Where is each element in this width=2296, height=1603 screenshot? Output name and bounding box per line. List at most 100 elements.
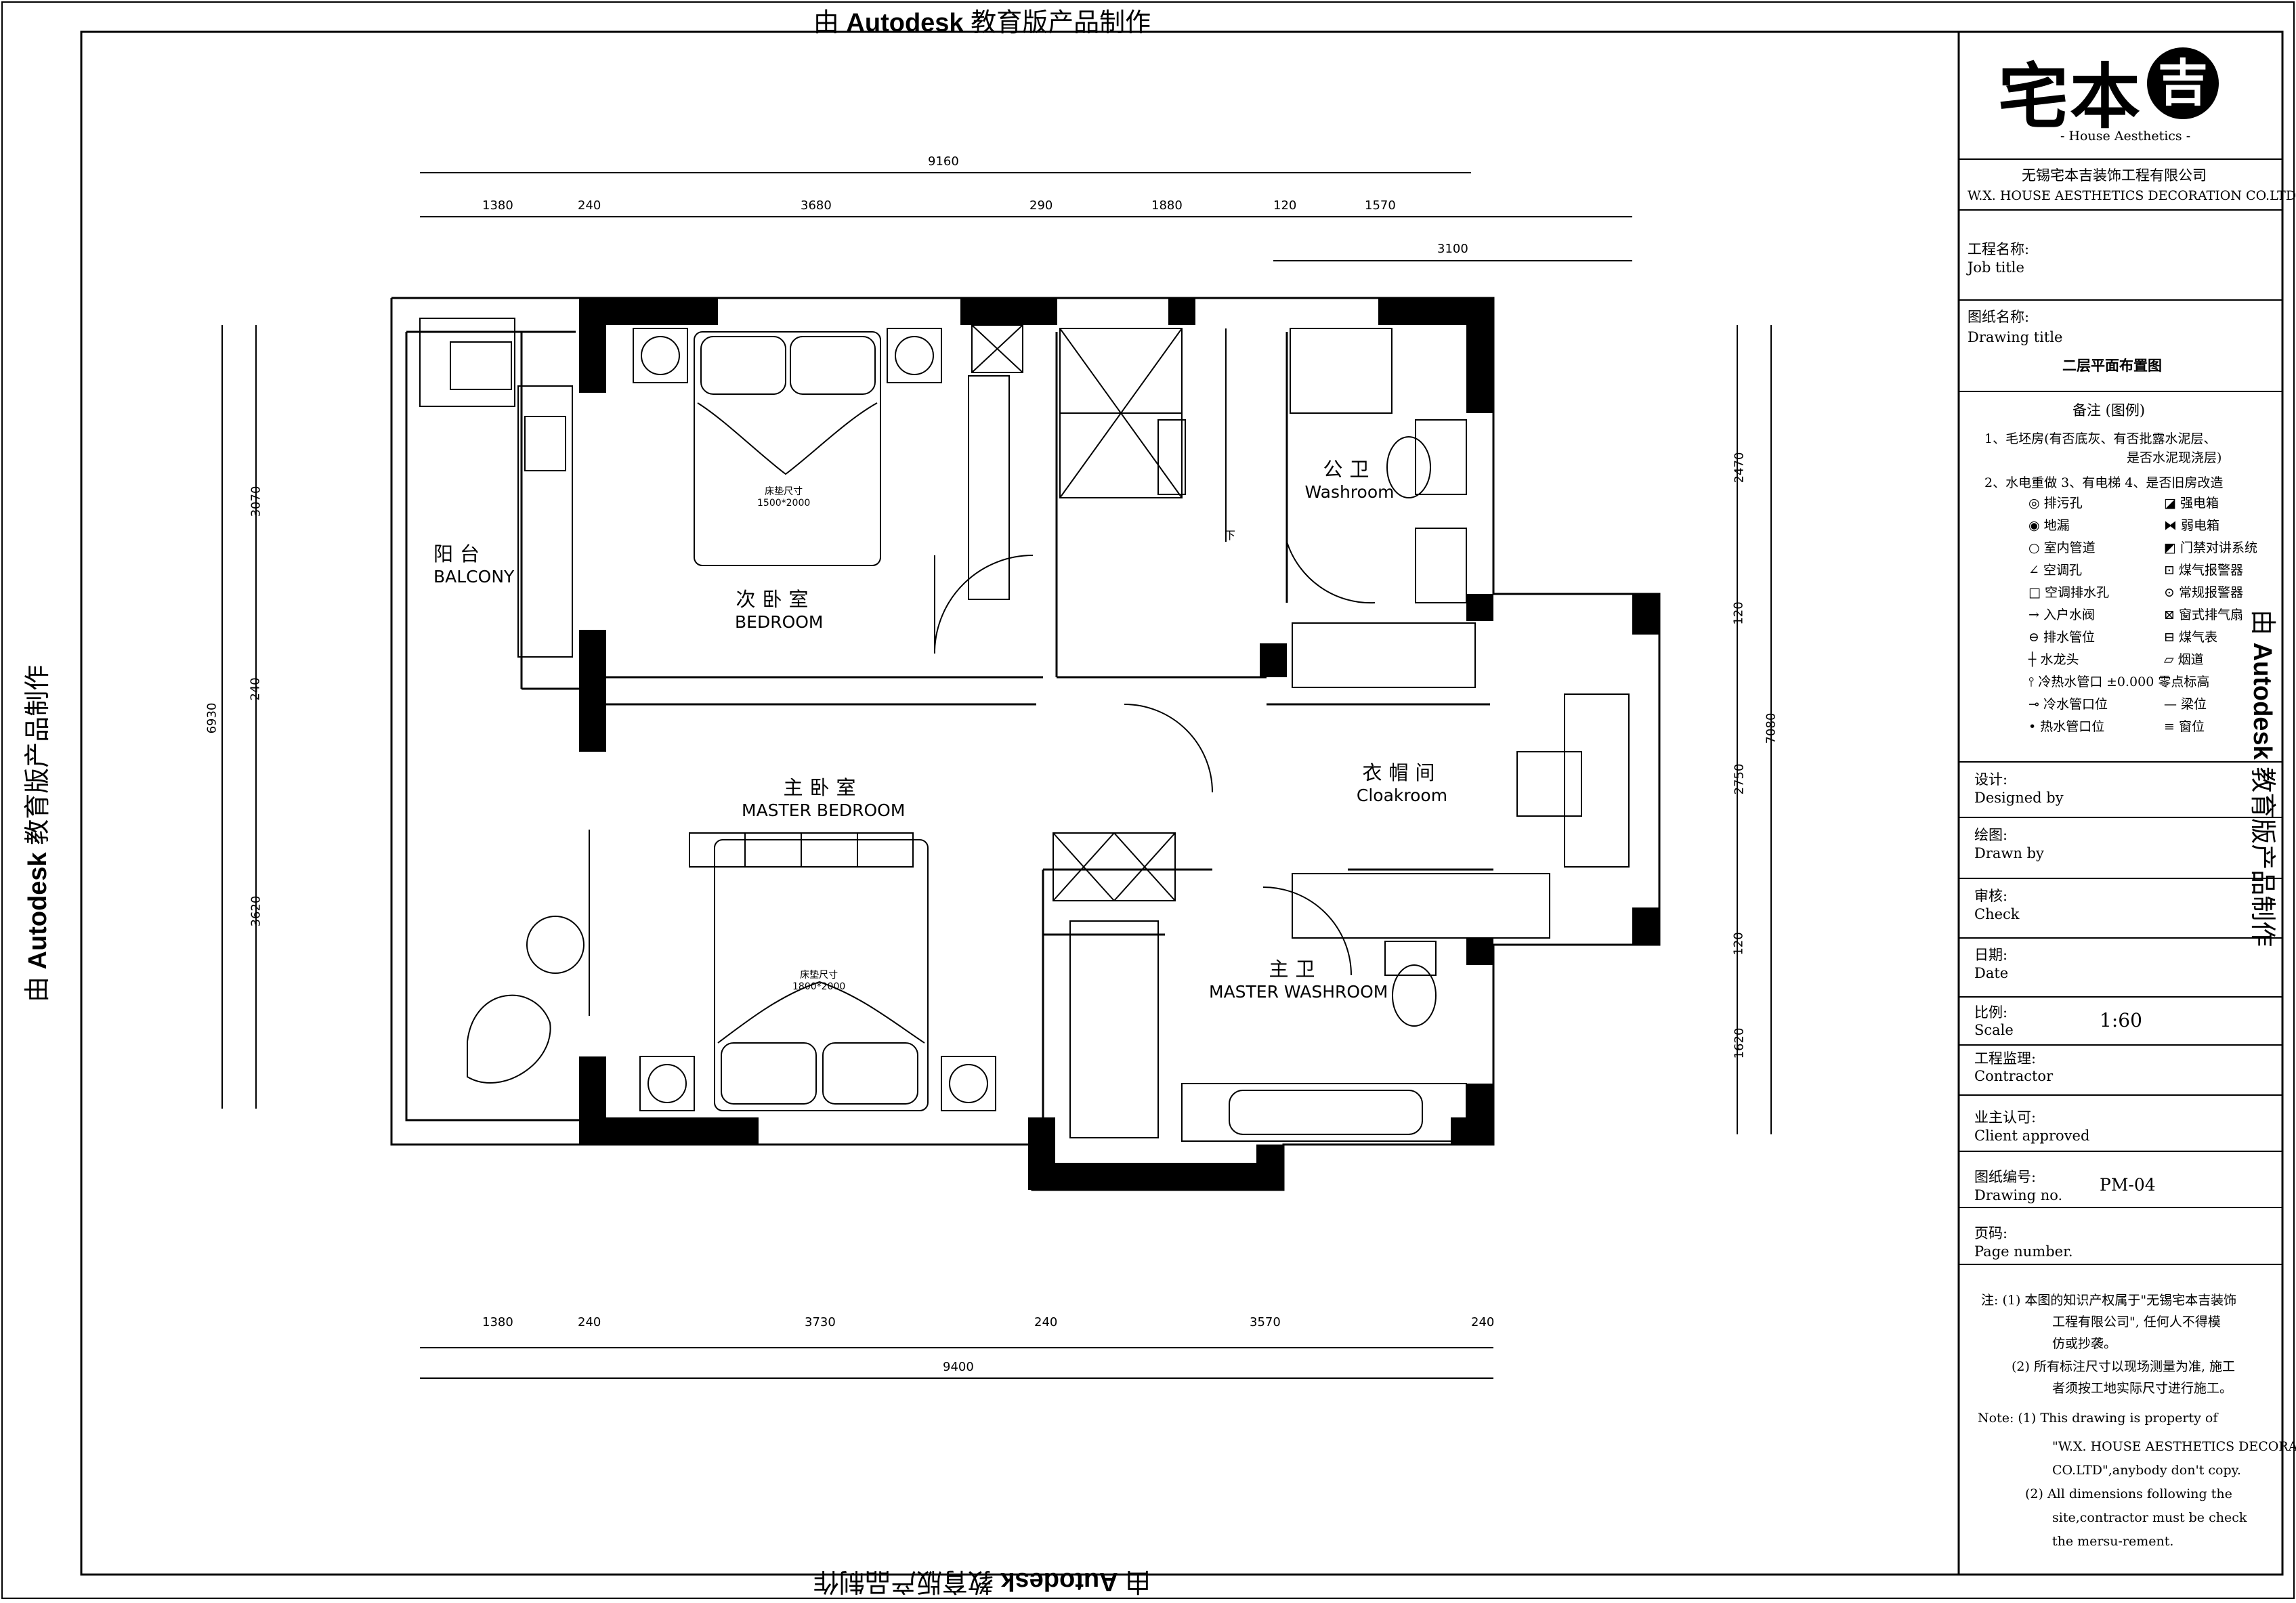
dim-right-3: 2750	[1732, 763, 1747, 795]
dim-right-2: 120	[1731, 601, 1746, 625]
intercom-icon: ◩	[2164, 540, 2180, 555]
dim-right-4: 120	[1731, 932, 1746, 956]
date-label-en: Date	[1974, 965, 2009, 981]
date-label: 日期:	[1974, 947, 2008, 963]
company-logo: 宅本	[1998, 55, 2142, 138]
dim-bottom-3: 3730	[805, 1315, 836, 1329]
room-cloakroom-en: Cloakroom	[1356, 786, 1448, 805]
room-master-bedroom: 主卧室 MASTER BEDROOM	[742, 772, 905, 820]
sewer-hole-icon: ◎	[2028, 496, 2044, 511]
dim-top-2: 240	[578, 198, 601, 213]
dim-top-sub: 3100	[1437, 242, 1468, 256]
legend-right-9: ±0.000 零点标高	[2106, 675, 2210, 689]
room-balcony-cn: 阳台	[433, 542, 487, 565]
client-label: 业主认可:	[1974, 1109, 2037, 1126]
page-label-en: Page number.	[1974, 1243, 2073, 1260]
designed-label-en: Designed by	[1974, 790, 2064, 806]
legend-right-11: ≡ 窗位	[2164, 719, 2205, 734]
contractor-label: 工程监理:	[1974, 1050, 2037, 1067]
room-master-cn: 主卧室	[783, 776, 863, 799]
designed-label: 设计:	[1974, 771, 2008, 788]
footnote-en-2: "W.X. HOUSE AESTHETICS DECORATION	[2052, 1439, 2296, 1454]
dim-left-3: 3620	[249, 895, 263, 927]
dim-bottom-total: 9400	[943, 1360, 974, 1374]
room-washroom-en: Washroom	[1304, 482, 1395, 502]
legend-left-8: ┼ 水龙头	[2028, 652, 2079, 667]
ac-drain-icon: □	[2028, 585, 2045, 600]
footnote-cn-1: 注: (1) 本图的知识产权属于"无锡宅本吉装饰	[1981, 1293, 2237, 1308]
room-bedroom: 次卧室 BEDROOM	[735, 584, 824, 632]
room-cloakroom-cn: 衣帽间	[1362, 761, 1442, 784]
legend-right-5: ⊙ 常规报警器	[2164, 585, 2243, 600]
floor-drain-icon: ◉	[2028, 518, 2044, 533]
dim-top-5: 1880	[1151, 198, 1183, 213]
bed-bedroom	[633, 328, 942, 566]
water-valve-icon: →	[2028, 607, 2043, 622]
dim-bottom-1: 1380	[482, 1315, 513, 1329]
legend-right-8: ▱ 烟道	[2164, 652, 2204, 667]
dim-left-total: 6930	[205, 702, 219, 734]
contractor-label-en: Contractor	[1974, 1068, 2054, 1084]
legend-right-1: ◪ 强电箱	[2164, 496, 2219, 511]
notes-line-1: 1、毛坯房(有否底灰、有否批露水泥层、	[1984, 431, 2217, 446]
company-name-cn: 无锡宅本吉装饰工程有限公司	[2022, 167, 2207, 184]
balcony-fixtures	[419, 318, 590, 1084]
drawing-title-label: 图纸名称:	[1968, 309, 2030, 325]
footnote-cn-3: 仿或抄袭。	[2052, 1336, 2117, 1351]
dim-top-1: 1380	[482, 198, 513, 213]
footnote-cn-5: 者须按工地实际尺寸进行施工。	[2052, 1381, 2233, 1396]
drawing-no-label: 图纸编号:	[1974, 1169, 2037, 1185]
check-label-en: Check	[1974, 906, 2020, 922]
room-washroom: 公卫 Washroom	[1300, 454, 1399, 502]
beam-icon: —	[2164, 697, 2182, 712]
drawing-no-value: PM-04	[2100, 1175, 2156, 1195]
zero-elevation-icon: ±0.000	[2106, 675, 2154, 689]
gas-alarm-icon: ⊡	[2164, 563, 2179, 578]
watermark-top: 由 Autodesk 教育版产品制作	[813, 9, 1151, 37]
footnote-en-6: the mersu-rement.	[2052, 1534, 2174, 1549]
footnote-en-5: site,contractor must be check	[2052, 1510, 2247, 1525]
scale-label: 比例:	[1974, 1004, 2008, 1021]
legend-left-4: ∠ 空调孔	[2028, 563, 2082, 578]
room-bedroom-en: BEDROOM	[735, 612, 824, 632]
notes-line-2: 是否水泥现浇层)	[2127, 450, 2222, 465]
dim-bottom-4: 240	[1034, 1315, 1058, 1329]
cold-pipe-icon: ⊸	[2028, 697, 2043, 712]
room-washroom-cn: 公卫	[1323, 458, 1376, 481]
washroom-fixtures	[1069, 328, 1467, 1142]
hot-pipe-icon: •	[2028, 719, 2041, 734]
room-cloakroom: 衣帽间 Cloakroom	[1344, 757, 1460, 805]
faucet-icon: ┼	[2028, 652, 2041, 667]
flue-icon: ▱	[2164, 652, 2178, 667]
exhaust-fan-icon: ⊠	[2164, 607, 2179, 622]
bed-master	[639, 832, 996, 1111]
legend-left-11: • 热水管口位	[2028, 719, 2105, 734]
logo-tagline: - House Aesthetics -	[2060, 129, 2191, 144]
scale-value: 1:60	[2100, 1009, 2142, 1031]
legend-left-7: ⊖ 排水管位	[2028, 630, 2095, 645]
inner-border	[80, 30, 2284, 1576]
legend-left-9: ⫯ 冷热水管口	[2028, 675, 2103, 689]
legend-right-2: ⧓ 弱电箱	[2164, 518, 2220, 533]
job-title-label: 工程名称:	[1968, 241, 2030, 257]
drain-pipe-icon: ⊖	[2028, 630, 2043, 645]
watermark-left: 由 Autodesk 教育版产品制作	[24, 664, 52, 1002]
drawing-title-label-en: Drawing title	[1968, 329, 2063, 345]
footnote-cn-2: 工程有限公司", 任何人不得模	[2052, 1315, 2221, 1329]
title-block-rows	[1959, 158, 2282, 1265]
wardrobes	[968, 324, 1630, 939]
room-master-washroom: 主卫 MASTER WASHROOM	[1209, 954, 1388, 1002]
legend-left-5: □ 空调排水孔	[2028, 585, 2110, 600]
watermark-right: 由 Autodesk 教育版产品制作	[2248, 610, 2276, 947]
low-voltage-box-icon: ⧓	[2164, 518, 2182, 533]
alarm-icon: ⊙	[2164, 585, 2179, 600]
room-balcony: 阳台 BALCONY	[433, 538, 514, 586]
notes-line-3: 2、水电重做 3、有电梯 4、是否旧房改造	[1984, 475, 2224, 490]
dim-bottom-5: 3570	[1250, 1315, 1281, 1329]
dim-top-7: 1570	[1365, 198, 1396, 213]
dim-bottom-2: 240	[578, 1315, 601, 1329]
legend-left-6: → 入户水阀	[2028, 607, 2095, 622]
legend-right-3: ◩ 门禁对讲系统	[2164, 540, 2258, 555]
